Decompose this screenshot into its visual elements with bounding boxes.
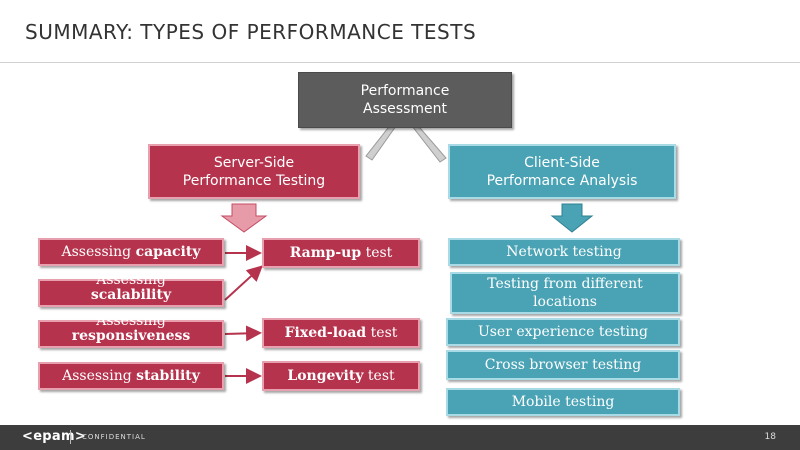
assessing-capacity-box: Assessing capacity: [38, 238, 224, 266]
rampup-post: test: [361, 245, 393, 261]
server-side-box: Server-Side Performance Testing: [148, 144, 360, 199]
client-line2: Performance Analysis: [486, 172, 638, 189]
longevity-test-box: Longevity test: [262, 361, 420, 391]
longevity-bold: Longevity: [287, 368, 364, 384]
rampup-bold: Ramp-up: [289, 245, 362, 261]
assessing-responsiveness-pre: Assessing: [96, 313, 166, 329]
cross-browser-box: Cross browser testing: [446, 350, 680, 380]
client-down-arrow: [550, 203, 594, 233]
root-to-server-arrow: [365, 125, 398, 161]
epam-logo: <epam>: [22, 429, 87, 444]
assessing-stability-box: Assessing stability: [38, 362, 224, 390]
assessing-scalability-pre: Assessing: [96, 272, 166, 288]
slide-footer: <epam> CONFIDENTIAL 18: [0, 425, 800, 450]
assessing-capacity-pre: Assessing: [61, 244, 136, 260]
user-experience-label: User experience testing: [477, 324, 649, 340]
client-line1: Client-Side: [524, 154, 600, 171]
fixedload-post: test: [366, 325, 398, 341]
assessing-stability-bold: stability: [136, 368, 200, 384]
rampup-test-box: Ramp-up test: [262, 238, 420, 268]
longevity-post: test: [363, 368, 395, 384]
server-line1: Server-Side: [213, 154, 295, 171]
assessing-responsiveness-bold: responsiveness: [71, 328, 191, 344]
root-to-client-arrow: [410, 125, 447, 163]
assessing-scalability-bold: scalability: [90, 287, 172, 303]
confidential-label: CONFIDENTIAL: [82, 433, 146, 441]
fixedload-test-box: Fixed-load test: [262, 318, 420, 348]
server-down-arrow: [220, 203, 268, 233]
network-testing-box: Network testing: [448, 238, 680, 266]
assessing-capacity-bold: capacity: [135, 244, 201, 260]
scalability-to-rampup-line: [224, 265, 263, 301]
different-locations-box: Testing from different locations: [450, 272, 680, 314]
mobile-testing-box: Mobile testing: [446, 388, 680, 416]
root-line1: Performance: [360, 83, 450, 99]
root-line2: Assessment: [363, 101, 447, 117]
footer-separator: [70, 430, 71, 444]
performance-assessment-box: Performance Assessment: [298, 72, 512, 128]
title-divider: [0, 62, 800, 63]
user-experience-box: User experience testing: [446, 318, 680, 346]
different-locations-label: Testing from different locations: [487, 276, 643, 310]
mobile-testing-label: Mobile testing: [511, 394, 615, 410]
fixedload-bold: Fixed-load: [284, 325, 367, 341]
network-testing-label: Network testing: [506, 244, 622, 260]
responsiveness-to-fixedload-line: [224, 325, 262, 342]
server-line2: Performance Testing: [182, 172, 326, 189]
cross-browser-label: Cross browser testing: [484, 357, 642, 373]
slide-title: SUMMARY: TYPES OF PERFORMANCE TESTS: [25, 20, 477, 44]
client-side-box: Client-Side Performance Analysis: [448, 144, 676, 199]
assessing-stability-pre: Assessing: [62, 368, 137, 384]
page-number: 18: [764, 432, 776, 442]
